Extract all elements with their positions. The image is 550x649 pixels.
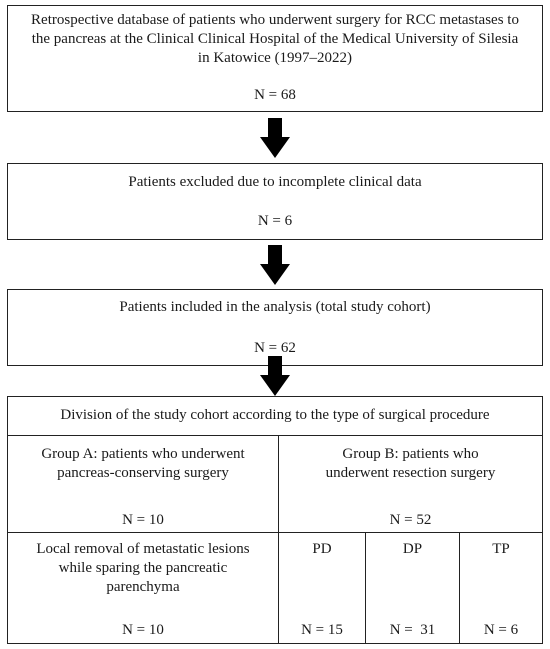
group-a-count: N = 10 (122, 512, 164, 528)
step-box-excluded: Patients excluded due to incomplete clin… (7, 163, 543, 240)
subgroup-tp-count: N = 6 (483, 622, 519, 638)
group-a-subgroup-text: Local removal of metastatic lesions whil… (36, 541, 250, 595)
group-a-text: Group A: patients who underwent pancreas… (41, 446, 245, 481)
group-a-cell: Group A: patients who underwent pancreas… (7, 435, 279, 533)
group-b-text: Group B: patients who underwent resectio… (325, 446, 496, 481)
down-arrow-icon (260, 356, 290, 396)
division-header: Division of the study cohort according t… (60, 407, 490, 423)
division-header-cell: Division of the study cohort according t… (7, 396, 543, 436)
subgroup-dp-cell: DP N = 31 (365, 532, 460, 644)
step-text-included: Patients included in the analysis (total… (119, 299, 431, 315)
subgroup-dp-count: N = 31 (389, 622, 436, 638)
subgroup-tp-cell: TP N = 6 (459, 532, 543, 644)
step-count-included: N = 62 (254, 340, 296, 356)
step-box-database: Retrospective database of patients who u… (7, 5, 543, 112)
group-a-subgroup-count: N = 10 (122, 622, 164, 638)
step-text-excluded: Patients excluded due to incomplete clin… (128, 174, 422, 190)
subgroup-pd-label: PD (312, 541, 332, 557)
subgroup-pd-count: N = 15 (301, 622, 343, 638)
down-arrow-icon (260, 118, 290, 158)
group-a-subgroup-cell: Local removal of metastatic lesions whil… (7, 532, 279, 644)
step-text-database: Retrospective database of patients who u… (31, 12, 519, 66)
step-box-included: Patients included in the analysis (total… (7, 289, 543, 366)
group-b-cell: Group B: patients who underwent resectio… (278, 435, 543, 533)
step-count-excluded: N = 6 (257, 213, 293, 229)
subgroup-pd-cell: PD N = 15 (278, 532, 366, 644)
group-b-count: N = 52 (389, 512, 432, 528)
subgroup-dp-label: DP (402, 541, 423, 557)
subgroup-tp-label: TP (492, 541, 510, 557)
step-count-database: N = 68 (254, 87, 296, 103)
down-arrow-icon (260, 245, 290, 285)
